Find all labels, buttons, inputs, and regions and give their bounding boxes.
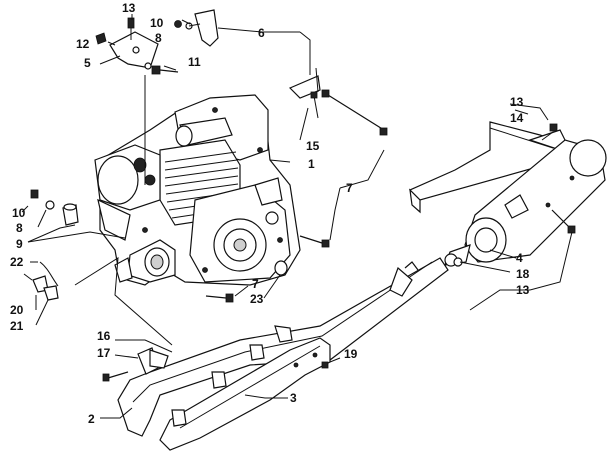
lower-bolts bbox=[205, 235, 330, 303]
callout-20: 20 bbox=[10, 303, 24, 317]
leader-lines bbox=[21, 14, 573, 419]
engine-assembly bbox=[94, 94, 301, 286]
callout-11: 11 bbox=[188, 55, 201, 69]
callout-22: 22 bbox=[10, 255, 24, 269]
callout-10: 10 bbox=[12, 206, 26, 220]
exhaust-spring-clamp bbox=[444, 253, 463, 267]
callout-10: 10 bbox=[150, 16, 164, 30]
callout-2: 2 bbox=[88, 412, 95, 426]
callout-17: 17 bbox=[97, 346, 111, 360]
callout-labels: 13 10 8 12 5 11 6 13 14 15 1 7 10 8 9 22… bbox=[10, 1, 530, 426]
callout-15: 15 bbox=[306, 139, 320, 153]
callout-9: 9 bbox=[16, 237, 23, 251]
support-rod bbox=[321, 89, 388, 136]
exhaust-heat-shield bbox=[159, 325, 331, 451]
callout-21: 21 bbox=[10, 319, 24, 333]
callout-1: 1 bbox=[308, 157, 315, 171]
exhaust-pipe bbox=[102, 257, 449, 437]
callout-16: 16 bbox=[97, 329, 111, 343]
callout-18: 18 bbox=[516, 267, 530, 281]
callout-8: 8 bbox=[155, 31, 162, 45]
engine-mount-bracket bbox=[95, 17, 159, 70]
callout-23: 23 bbox=[250, 292, 264, 306]
cylinder-fins bbox=[164, 151, 239, 219]
heat-shield bbox=[408, 121, 567, 214]
callout-5: 5 bbox=[84, 56, 91, 70]
sensor-parts bbox=[23, 261, 59, 301]
callout-4: 4 bbox=[516, 251, 523, 265]
callout-14: 14 bbox=[510, 111, 524, 125]
muffler bbox=[444, 123, 607, 266]
callout-6: 6 bbox=[258, 26, 265, 40]
callout-7: 7 bbox=[252, 277, 259, 291]
callout-12: 12 bbox=[76, 37, 90, 51]
callout-7: 7 bbox=[346, 181, 353, 195]
callout-13: 13 bbox=[516, 283, 530, 297]
callout-13: 13 bbox=[510, 95, 524, 109]
left-mount-hardware bbox=[30, 189, 79, 226]
rear-mount-bracket bbox=[288, 67, 321, 119]
callout-13: 13 bbox=[122, 1, 136, 15]
callout-8: 8 bbox=[16, 221, 23, 235]
callout-3: 3 bbox=[290, 391, 297, 405]
callout-19: 19 bbox=[344, 347, 358, 361]
